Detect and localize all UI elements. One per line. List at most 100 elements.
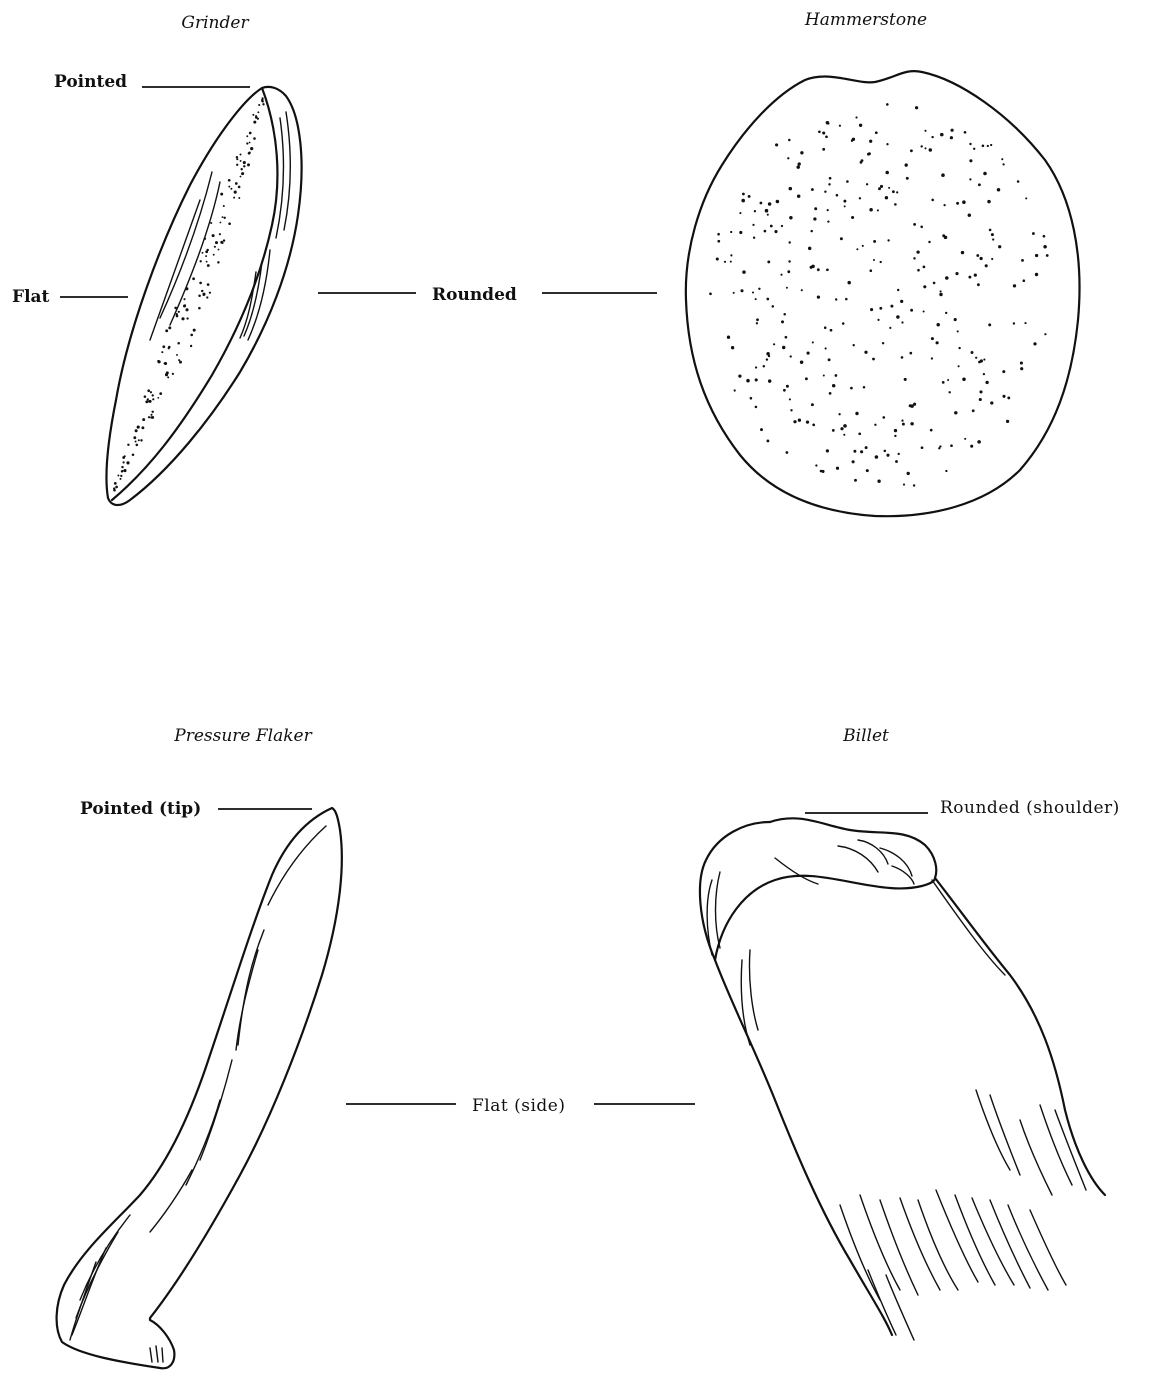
stipple-dot — [199, 282, 202, 285]
rounded-label-group: Rounded — [318, 285, 657, 305]
stipple-dot — [205, 250, 208, 253]
stipple-dot — [731, 346, 734, 349]
stipple-dot — [213, 254, 215, 256]
stipple-dot — [860, 450, 863, 453]
stipple-dot — [764, 230, 767, 233]
stipple-dot — [228, 179, 231, 182]
stipple-dot — [752, 224, 754, 226]
stipple-dot — [733, 292, 735, 294]
stipple-dot — [890, 305, 893, 308]
stipple-dot — [1017, 180, 1020, 183]
grinder-pointed-label: Pointed — [54, 72, 127, 92]
pressure-flaker-drawing — [57, 808, 342, 1368]
stipple-dot — [157, 397, 159, 399]
stipple-dot — [230, 188, 232, 190]
stipple-dot — [774, 230, 777, 233]
stipple-dot — [826, 449, 829, 452]
stipple-dot — [760, 202, 763, 205]
stipple-dot — [781, 225, 783, 227]
stipple-dot — [185, 308, 188, 311]
stipple-dot — [886, 454, 889, 457]
stipple-dot — [181, 317, 184, 320]
stipple-dot — [910, 149, 913, 152]
stipple-dot — [786, 385, 789, 388]
stipple-dot — [190, 345, 192, 347]
stipple-dot — [882, 342, 884, 344]
stipple-dot — [789, 398, 791, 400]
stipple-dot — [768, 379, 771, 382]
stipple-dot — [948, 391, 950, 393]
stipple-dot — [243, 165, 245, 167]
stipple-dot — [765, 209, 769, 213]
stipple-dot — [808, 247, 811, 250]
stipple-dot — [235, 182, 238, 185]
stipple-dot — [865, 446, 868, 449]
stipple-dot — [178, 311, 180, 313]
pressure-flaker-figure: Pressure Flaker Pointed (tip) — [57, 726, 342, 1368]
stipple-dot — [257, 111, 259, 113]
stipple-dot — [813, 217, 816, 220]
stipple-dot — [798, 419, 801, 422]
stipple-dot — [789, 216, 792, 219]
stipple-dot — [954, 318, 957, 321]
hammerstone-caption: Hammerstone — [804, 10, 927, 30]
stipple-dot — [206, 296, 208, 298]
stipple-dot — [236, 164, 238, 166]
stipple-dot — [942, 234, 945, 237]
stipple-dot — [884, 450, 887, 453]
stipple-dot — [1025, 197, 1027, 199]
stipple-dot — [121, 470, 123, 472]
stipple-dot — [825, 347, 827, 349]
stipple-dot — [916, 250, 919, 253]
stipple-dot — [167, 376, 169, 378]
stipple-dot — [790, 409, 792, 411]
stipple-dot — [958, 347, 960, 349]
stipple-dot — [755, 378, 758, 381]
stipple-dot — [748, 195, 751, 198]
stipple-dot — [955, 272, 958, 275]
stipple-dot — [746, 379, 750, 383]
stipple-dot — [249, 142, 251, 144]
stipple-dot — [851, 139, 853, 141]
stipple-dot — [773, 343, 775, 345]
stipple-dot — [716, 257, 719, 260]
stipple-dot — [204, 238, 206, 240]
stipple-dot — [223, 239, 225, 241]
hammerstone-figure: Hammerstone — [686, 10, 1080, 516]
stipple-dot — [917, 269, 920, 272]
stipple-dot — [811, 403, 814, 406]
stipple-dot — [801, 289, 803, 291]
stipple-dot — [913, 484, 915, 486]
stipple-dot — [843, 434, 845, 436]
stipple-dot — [905, 163, 908, 166]
stipple-dot — [909, 404, 912, 407]
stipple-dot — [1006, 420, 1009, 423]
stipple-dot — [822, 148, 825, 151]
stipple-dot — [206, 261, 208, 263]
stipple-dot — [894, 435, 896, 437]
stipple-dot — [248, 151, 250, 153]
stipple-dot — [904, 378, 907, 381]
grinder-drawing — [106, 87, 301, 505]
stipple-dot — [942, 381, 945, 384]
stipple-dot — [840, 427, 843, 430]
stipple-dot — [222, 216, 224, 218]
stipple-dot — [240, 176, 242, 178]
stipple-dot — [806, 421, 809, 424]
stipple-dot — [845, 298, 848, 301]
stipple-dot — [754, 210, 756, 212]
stipple-dot — [962, 200, 966, 204]
stipple-dot — [810, 230, 812, 232]
stipple-dot — [961, 251, 964, 254]
grinder-caption: Grinder — [181, 13, 249, 33]
stipple-dot — [894, 429, 897, 432]
stipple-dot — [929, 148, 932, 151]
stipple-dot — [753, 237, 755, 239]
stipple-dot — [941, 173, 945, 177]
stipple-dot — [811, 265, 814, 268]
stipple-dot — [205, 255, 207, 257]
stipple-dot — [971, 351, 974, 354]
stipple-dot — [147, 389, 150, 392]
stipple-dot — [785, 336, 788, 339]
stipple-dot — [1021, 259, 1024, 262]
